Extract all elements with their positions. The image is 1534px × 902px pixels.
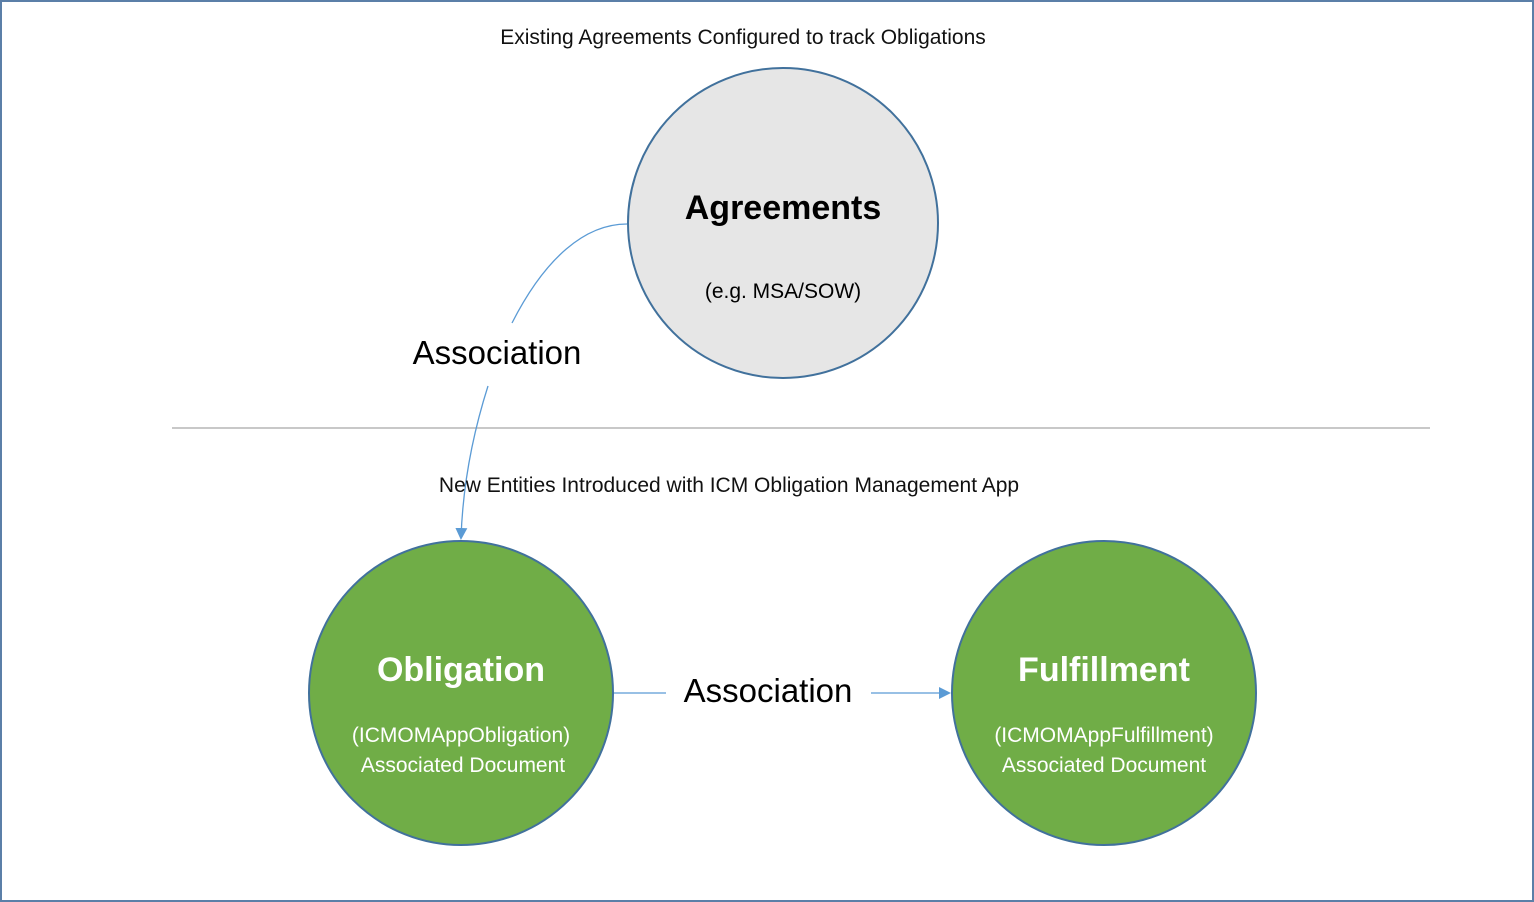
obligation-fulfillment-association-label: Association (677, 672, 859, 710)
fulfillment-subtitle-type: (ICMOMAppFulfillment) (994, 724, 1214, 747)
agreements-subtitle: (e.g. MSA/SOW) (704, 280, 862, 303)
agreements-obligation-connector (511, 223, 628, 324)
fulfillment-node (951, 540, 1257, 846)
fulfillment-subtitle-doc: Associated Document (1001, 754, 1207, 777)
obligation-subtitle-type: (ICMOMAppObligation) (351, 724, 571, 747)
existing-agreements-caption: Existing Agreements Configured to track … (500, 26, 986, 49)
agreements-node (627, 67, 939, 379)
obligation-node (308, 540, 614, 846)
agreements-title: Agreements (684, 189, 882, 227)
agreements-obligation-connector-arrow (455, 385, 489, 540)
obligation-subtitle-doc: Associated Document (360, 754, 566, 777)
obligation-title: Obligation (376, 651, 546, 689)
new-entities-caption: New Entities Introduced with ICM Obligat… (438, 474, 1020, 497)
agreements-obligation-association-label: Association (406, 334, 588, 372)
fulfillment-title: Fulfillment (1018, 651, 1190, 689)
